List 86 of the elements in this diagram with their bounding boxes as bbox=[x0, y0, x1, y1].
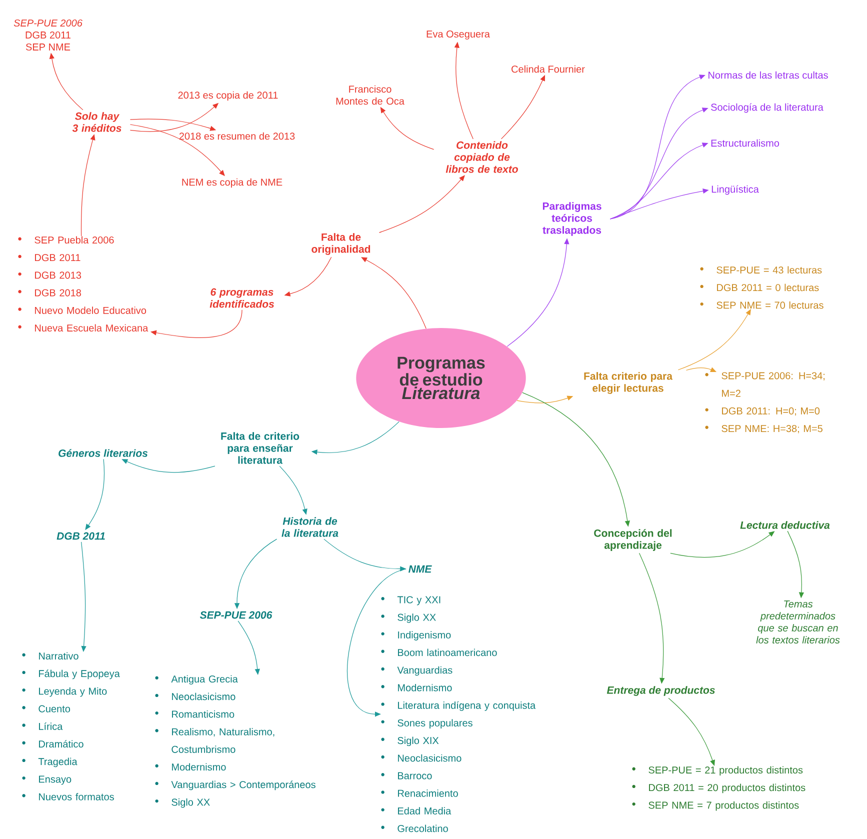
node-label: Modernismo bbox=[172, 763, 226, 771]
arrow bbox=[238, 620, 260, 675]
node-label: Fábula y Epopeya bbox=[39, 670, 120, 680]
arrow bbox=[361, 257, 426, 329]
node-label: Boom latinoamericano bbox=[398, 648, 497, 656]
leaf-label: 2018 es resumen de 2013 bbox=[179, 132, 295, 140]
node-label: Ensayo bbox=[39, 776, 72, 785]
topic-label: Contenido copiado de libros de texto bbox=[446, 141, 518, 173]
leaf-label: Normas de las letras cultas bbox=[708, 71, 828, 79]
node-label: Leyenda y Mito bbox=[39, 687, 107, 697]
leaf-label: Celinda Fournier bbox=[512, 65, 585, 73]
leaf-label: Lingüística bbox=[712, 185, 759, 195]
arrow bbox=[610, 74, 706, 220]
node-label: Antigua Grecia bbox=[171, 675, 238, 685]
arrow bbox=[378, 175, 465, 233]
bullet-list: TIC y XXI Siglo XX Indigenismo Boom latinoamericano Vanguardias Modernismo Literatura indígena y conquista Sones populares Siglo XIX Neoclasicismo Barroco Renacimiento Edad Media Grecolatino bbox=[381, 596, 536, 832]
arrow bbox=[668, 698, 715, 766]
bullet-list: Antigua Grecia Neoclasicismo Romanticismo Realismo, Naturalismo, Costumbrismo Modernismo Vanguardias > Contemporáneos Siglo XX bbox=[155, 675, 316, 808]
bullet-list: SEP Puebla 2006 DGB 2011 DGB 2013 DGB 2018 Nuevo Modelo Educativo Nueva Escuela Mexicana bbox=[18, 236, 148, 332]
leaf-label: Estructuralismo bbox=[711, 139, 780, 147]
node-label: SEP-PUE = 43 lecturas bbox=[716, 266, 822, 274]
node-label: DGB 2011 = 20 productos distintos bbox=[649, 784, 806, 794]
node-label: Grecolatino bbox=[398, 824, 448, 832]
node-label: Tragedia bbox=[38, 758, 78, 768]
leaf-label: 2013 es copia de 2011 bbox=[178, 91, 278, 101]
node-label: Neoclasicismo bbox=[398, 754, 462, 762]
leaf-label: Temas predeterminados que se buscan en los textos literarios bbox=[756, 600, 840, 644]
node-label: DGB 2018 bbox=[35, 289, 82, 296]
node-label: Nuevos formatos bbox=[39, 793, 114, 800]
bullet-list: SEP-PUE = 43 lecturas DGB 2011 = 0 lecturas SEP NME = 70 lecturas bbox=[700, 266, 824, 309]
leaf-label: Sociología de la literatura bbox=[711, 103, 824, 113]
node-label: Vanguardias bbox=[397, 666, 452, 676]
node-label: Dramático bbox=[39, 740, 84, 748]
bullet-list: SEP-PUE = 21 productos distintos DGB 2011 = 20 productos distintos SEP NME = 7 productos distintos bbox=[632, 766, 806, 811]
node-label: Vanguardias > Contemporáneos bbox=[171, 780, 316, 790]
node-label: Indigenismo bbox=[398, 631, 451, 640]
leaf-label: Francisco Montes de Oca bbox=[336, 85, 404, 105]
node-label: Edad Media bbox=[398, 807, 452, 814]
node-label: DGB 2013 bbox=[35, 272, 82, 279]
node-label: Barroco bbox=[398, 772, 432, 780]
arrow bbox=[347, 568, 406, 717]
node-label: SEP Puebla 2006 bbox=[34, 236, 114, 244]
node-label: Romanticismo bbox=[172, 710, 234, 718]
node-label: SEP-PUE = 21 productos distintos bbox=[648, 766, 803, 776]
node-label: TIC y XXI bbox=[397, 596, 440, 606]
topic-label: Géneros literarios bbox=[58, 449, 148, 457]
topic-label: Solo hay 3 inéditos bbox=[72, 112, 122, 132]
leaf-label: NEM es copia de NME bbox=[182, 178, 282, 188]
node-label: Realismo, Naturalismo, Costumbrismo bbox=[172, 728, 274, 753]
leaf-label: Eva Oseguera bbox=[426, 30, 490, 40]
bullet-list: SEP-PUE 2006: H=34; M=2 DGB 2011: H=0; M=0 SEP NME: H=38; M=5 bbox=[705, 372, 825, 434]
topic-label: Entrega de productos bbox=[606, 686, 715, 696]
topic-label: Historia de la literatura bbox=[282, 517, 338, 537]
arrow bbox=[81, 542, 86, 652]
node-label: Neoclasicismo bbox=[172, 692, 236, 700]
node-label: DGB 2011 bbox=[35, 254, 80, 262]
node-label: Narrativo bbox=[39, 652, 78, 660]
branch-heading: Falta de criterio para enseñar literatura bbox=[221, 432, 300, 464]
topic-label: SEP-PUE 2006 bbox=[200, 611, 272, 619]
branch-heading: Falta de originalidad bbox=[312, 233, 370, 255]
node-label: Sones populares bbox=[398, 719, 472, 728]
node-label: DGB 2011: H=0; M=0 bbox=[722, 407, 820, 416]
node-label: Cuento bbox=[38, 705, 70, 712]
branch-heading: Concepción del aprendizaje bbox=[594, 529, 672, 551]
branch-heading: Falta criterio para elegir lecturas bbox=[584, 372, 673, 394]
topic-label: DGB 2011 bbox=[56, 532, 105, 540]
node-label: Nueva Escuela Mexicana bbox=[35, 324, 148, 332]
node-label: Renacimiento bbox=[398, 790, 458, 797]
node-label: Siglo XX bbox=[398, 614, 436, 623]
node-label: SEP NME = 7 productos distintos bbox=[648, 801, 799, 811]
node-label: DGB 2011 = 0 lecturas bbox=[717, 284, 819, 292]
node-label: SEP NME: H=38; M=5 bbox=[722, 425, 822, 434]
node-label: SEP NME = 70 lecturas bbox=[716, 301, 824, 309]
topic-label: NME bbox=[408, 565, 432, 573]
node-label: Nuevo Modelo Educativo bbox=[35, 306, 146, 314]
node-label: Literatura indígena y conquista bbox=[398, 701, 536, 711]
branch-heading: Paradigmas teóricos traslapados bbox=[542, 202, 602, 236]
topic-label: Lectura deductiva bbox=[740, 521, 830, 529]
leaf-label: SEP-PUE 2006 DGB 2011 SEP NME bbox=[14, 19, 82, 51]
node-label: SEP-PUE 2006: H=34; M=2 bbox=[722, 372, 825, 397]
node-label: Modernismo bbox=[398, 684, 452, 692]
node-label: Lírica bbox=[39, 722, 63, 730]
topic-label: 6 programas identificados bbox=[210, 288, 274, 308]
bullet-list: Narrativo Fábula y Epopeya Leyenda y Mito Cuento Lírica Dramático Tragedia Ensayo Nuevos formatos bbox=[22, 652, 120, 800]
node-label: Siglo XIX bbox=[398, 736, 439, 746]
node-label: Siglo XX bbox=[172, 798, 210, 808]
